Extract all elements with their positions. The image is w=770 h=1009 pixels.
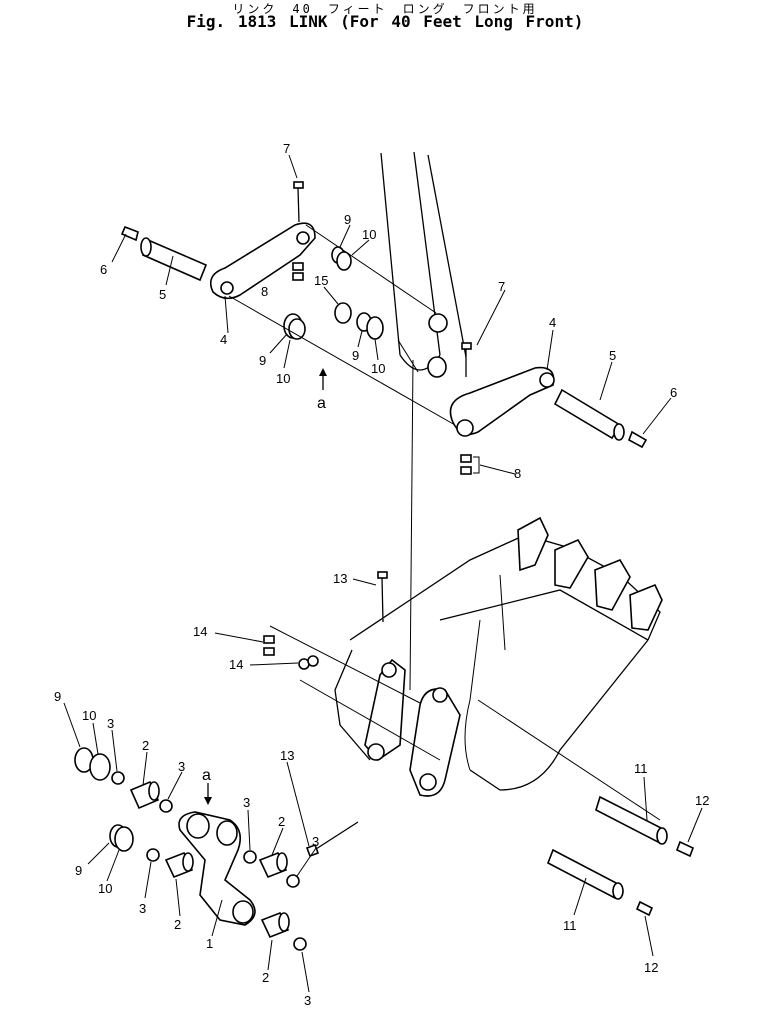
link-right [449, 366, 555, 437]
pin-left [140, 237, 208, 282]
callout-4: 4 [220, 332, 227, 347]
bolt-right [461, 342, 472, 377]
callout-6: 6 [670, 385, 677, 400]
reference-label-a: a [317, 395, 326, 412]
bolt-top-left [293, 181, 304, 223]
callout-9: 9 [54, 689, 61, 704]
callout-13: 13 [280, 748, 294, 763]
nuts-14-upper [263, 635, 275, 656]
callout-9: 9 [259, 353, 266, 368]
seals-3 [111, 771, 307, 951]
grease-fitting-upper [675, 840, 695, 858]
link-1 [178, 811, 256, 926]
callout-3: 3 [107, 716, 114, 731]
callout-10: 10 [362, 227, 376, 242]
bucket-pin-lower [546, 848, 624, 900]
bolt-13-upper [377, 571, 388, 623]
callout-9: 9 [75, 863, 82, 878]
callout-7: 7 [283, 141, 290, 156]
arm-outline [380, 151, 467, 378]
figure-title-japanese: リンク 40 フィート ロング フロント用 [232, 2, 538, 16]
callout-9: 9 [344, 212, 351, 227]
grease-fitting-left [120, 225, 139, 242]
reference-arrow-upper [319, 368, 327, 390]
bushing-2d [260, 911, 290, 939]
leader-lines [63, 154, 703, 993]
callout-11: 11 [634, 761, 648, 776]
callout-10: 10 [98, 881, 112, 896]
link-left [209, 222, 316, 300]
bushing-left-link [283, 313, 306, 340]
callout-14: 14 [193, 624, 207, 639]
callout-2: 2 [262, 970, 269, 985]
reference-arrow-lower [204, 783, 212, 805]
callout-13: 13 [333, 571, 347, 586]
callout-9: 9 [352, 348, 359, 363]
grease-fitting-lower [635, 900, 654, 917]
bushing-2c [258, 851, 288, 879]
shim-pair-upper [331, 246, 352, 271]
shims-lower [74, 747, 134, 852]
callout-10: 10 [276, 371, 290, 386]
callout-2: 2 [278, 814, 285, 829]
callout-10: 10 [82, 708, 96, 723]
callout-4: 4 [549, 315, 556, 330]
reference-label-a: a [202, 767, 211, 784]
callout-8: 8 [514, 466, 521, 481]
callout-12: 12 [695, 793, 709, 808]
bushing-2a [129, 780, 160, 810]
callout-5: 5 [609, 348, 616, 363]
pin-right [553, 388, 625, 441]
nuts-right [460, 454, 480, 475]
callout-1: 1 [206, 936, 213, 951]
bucket-pin-upper [595, 795, 668, 845]
callout-2: 2 [142, 738, 149, 753]
callout-7: 7 [498, 279, 505, 294]
callout-3: 3 [304, 993, 311, 1008]
nuts-top-left [292, 262, 304, 281]
bucket [334, 516, 663, 797]
callout-5: 5 [159, 287, 166, 302]
callout-3: 3 [312, 834, 319, 849]
nuts-14-lower [298, 655, 319, 670]
callout-11: 11 [563, 918, 577, 933]
callout-15: 15 [314, 273, 328, 288]
washer-15 [334, 302, 352, 324]
callout-14: 14 [229, 657, 243, 672]
callout-12: 12 [644, 960, 658, 975]
figure-title: Fig. 1813 LINK (For 40 Feet Long Front) [186, 12, 584, 31]
bolt-13-lower [305, 821, 359, 858]
callout-3: 3 [139, 901, 146, 916]
grease-fitting-right [628, 430, 648, 449]
callout-10: 10 [371, 361, 385, 376]
bushing-2b [164, 851, 194, 879]
callout-6: 6 [100, 262, 107, 277]
callout-2: 2 [174, 917, 181, 932]
callout-8: 8 [261, 284, 268, 299]
callout-3: 3 [178, 759, 185, 774]
callout-3: 3 [243, 795, 250, 810]
